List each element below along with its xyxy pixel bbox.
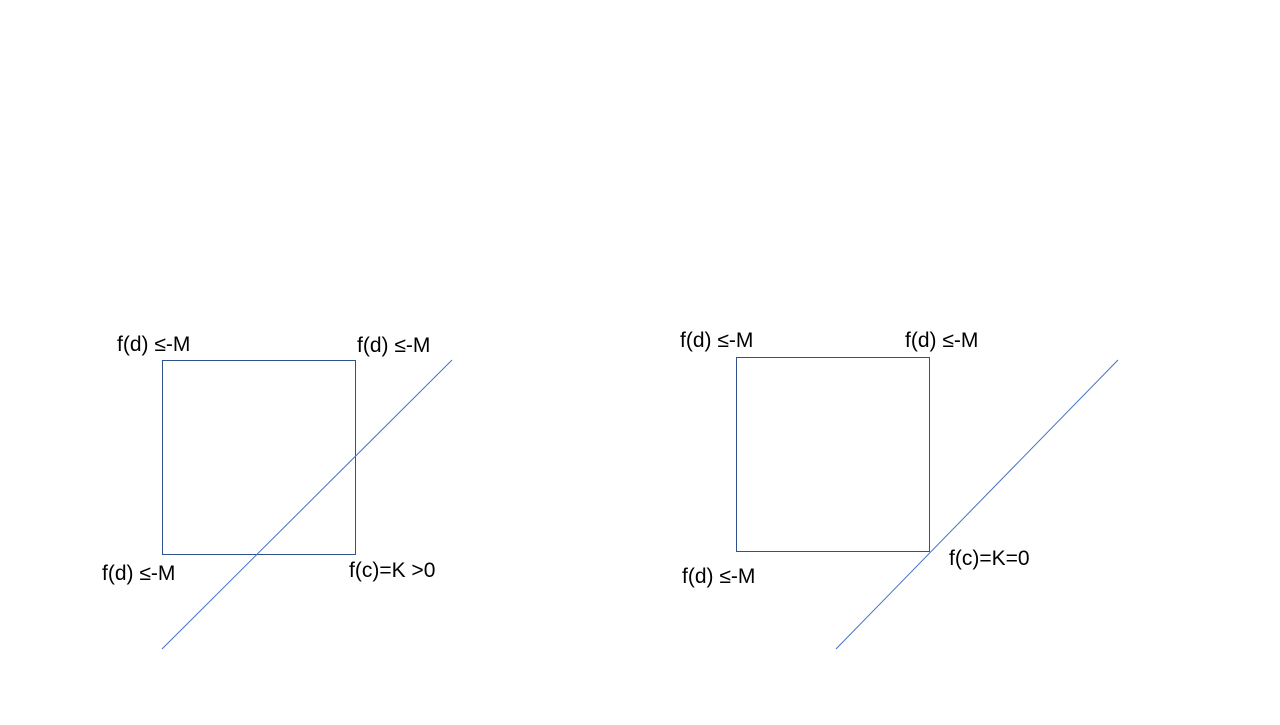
right-top-right-label: f(d) ≤-M (905, 329, 979, 352)
right-bottom-right-label: f(c)=K=0 (949, 547, 1030, 570)
right-diagram (736, 357, 1119, 650)
left-square (162, 360, 356, 555)
left-top-left-label: f(d) ≤-M (117, 333, 191, 356)
left-diagram (161, 359, 453, 650)
right-bottom-left-label: f(d) ≤-M (682, 565, 756, 588)
left-diagonal-line (161, 359, 453, 650)
left-bottom-left-label: f(d) ≤-M (102, 562, 176, 585)
right-square (736, 357, 930, 552)
left-top-right-label: f(d) ≤-M (357, 334, 431, 357)
right-top-left-label: f(d) ≤-M (680, 329, 754, 352)
left-bottom-right-label: f(c)=K >0 (349, 559, 436, 582)
right-diagonal-line (835, 359, 1119, 650)
